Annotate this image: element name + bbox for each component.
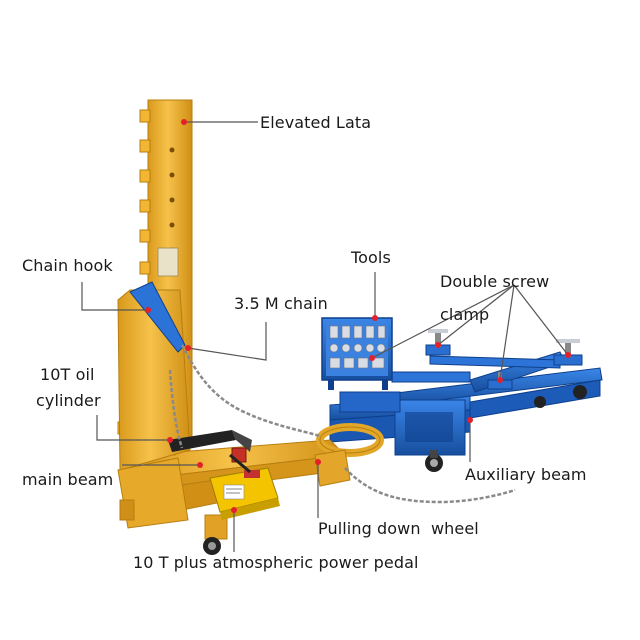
label-auxiliary-beam: Auxiliary beam bbox=[465, 465, 587, 484]
marker-chain bbox=[185, 345, 191, 351]
label-pulling-down-wheel: Pulling down wheel bbox=[318, 519, 479, 538]
marker-clamp-3 bbox=[497, 377, 503, 383]
marker-clamp-1 bbox=[435, 342, 441, 348]
label-main-beam: main beam bbox=[22, 470, 114, 489]
power-pedal-pump bbox=[209, 453, 280, 520]
marker-chain-hook bbox=[145, 307, 151, 313]
label-power-pedal: 10 T plus atmospheric power pedal bbox=[133, 553, 419, 572]
label-double-screw-line1: Double screw bbox=[440, 272, 550, 291]
label-double-screw-line2: clamp bbox=[440, 305, 490, 324]
marker-elevated-lata bbox=[181, 119, 187, 125]
elevated-lata-tower bbox=[117, 99, 193, 529]
chains bbox=[168, 344, 516, 504]
label-elevated-lata: Elevated Lata bbox=[260, 113, 372, 132]
marker-clamp-4 bbox=[369, 355, 375, 361]
label-oil-cylinder-line2: cylinder bbox=[36, 391, 101, 410]
label-tools: Tools bbox=[351, 248, 391, 267]
marker-main-beam bbox=[197, 462, 203, 468]
leader-lines bbox=[81, 121, 569, 552]
label-oil-cylinder-line1: 10T oil bbox=[40, 365, 95, 384]
marker-oil-cylinder bbox=[167, 437, 173, 443]
marker-pulling-wheel bbox=[315, 459, 321, 465]
auxiliary-beam-platform bbox=[329, 351, 603, 472]
label-35m-chain: 3.5 M chain bbox=[234, 294, 328, 313]
marker-tools bbox=[372, 315, 378, 321]
red-dot-markers bbox=[145, 119, 571, 513]
marker-auxiliary-beam bbox=[467, 417, 473, 423]
marker-clamp-2 bbox=[565, 352, 571, 358]
tools-rack bbox=[321, 317, 393, 390]
label-chain-hook: Chain hook bbox=[22, 256, 113, 275]
marker-power-pedal bbox=[231, 507, 237, 513]
